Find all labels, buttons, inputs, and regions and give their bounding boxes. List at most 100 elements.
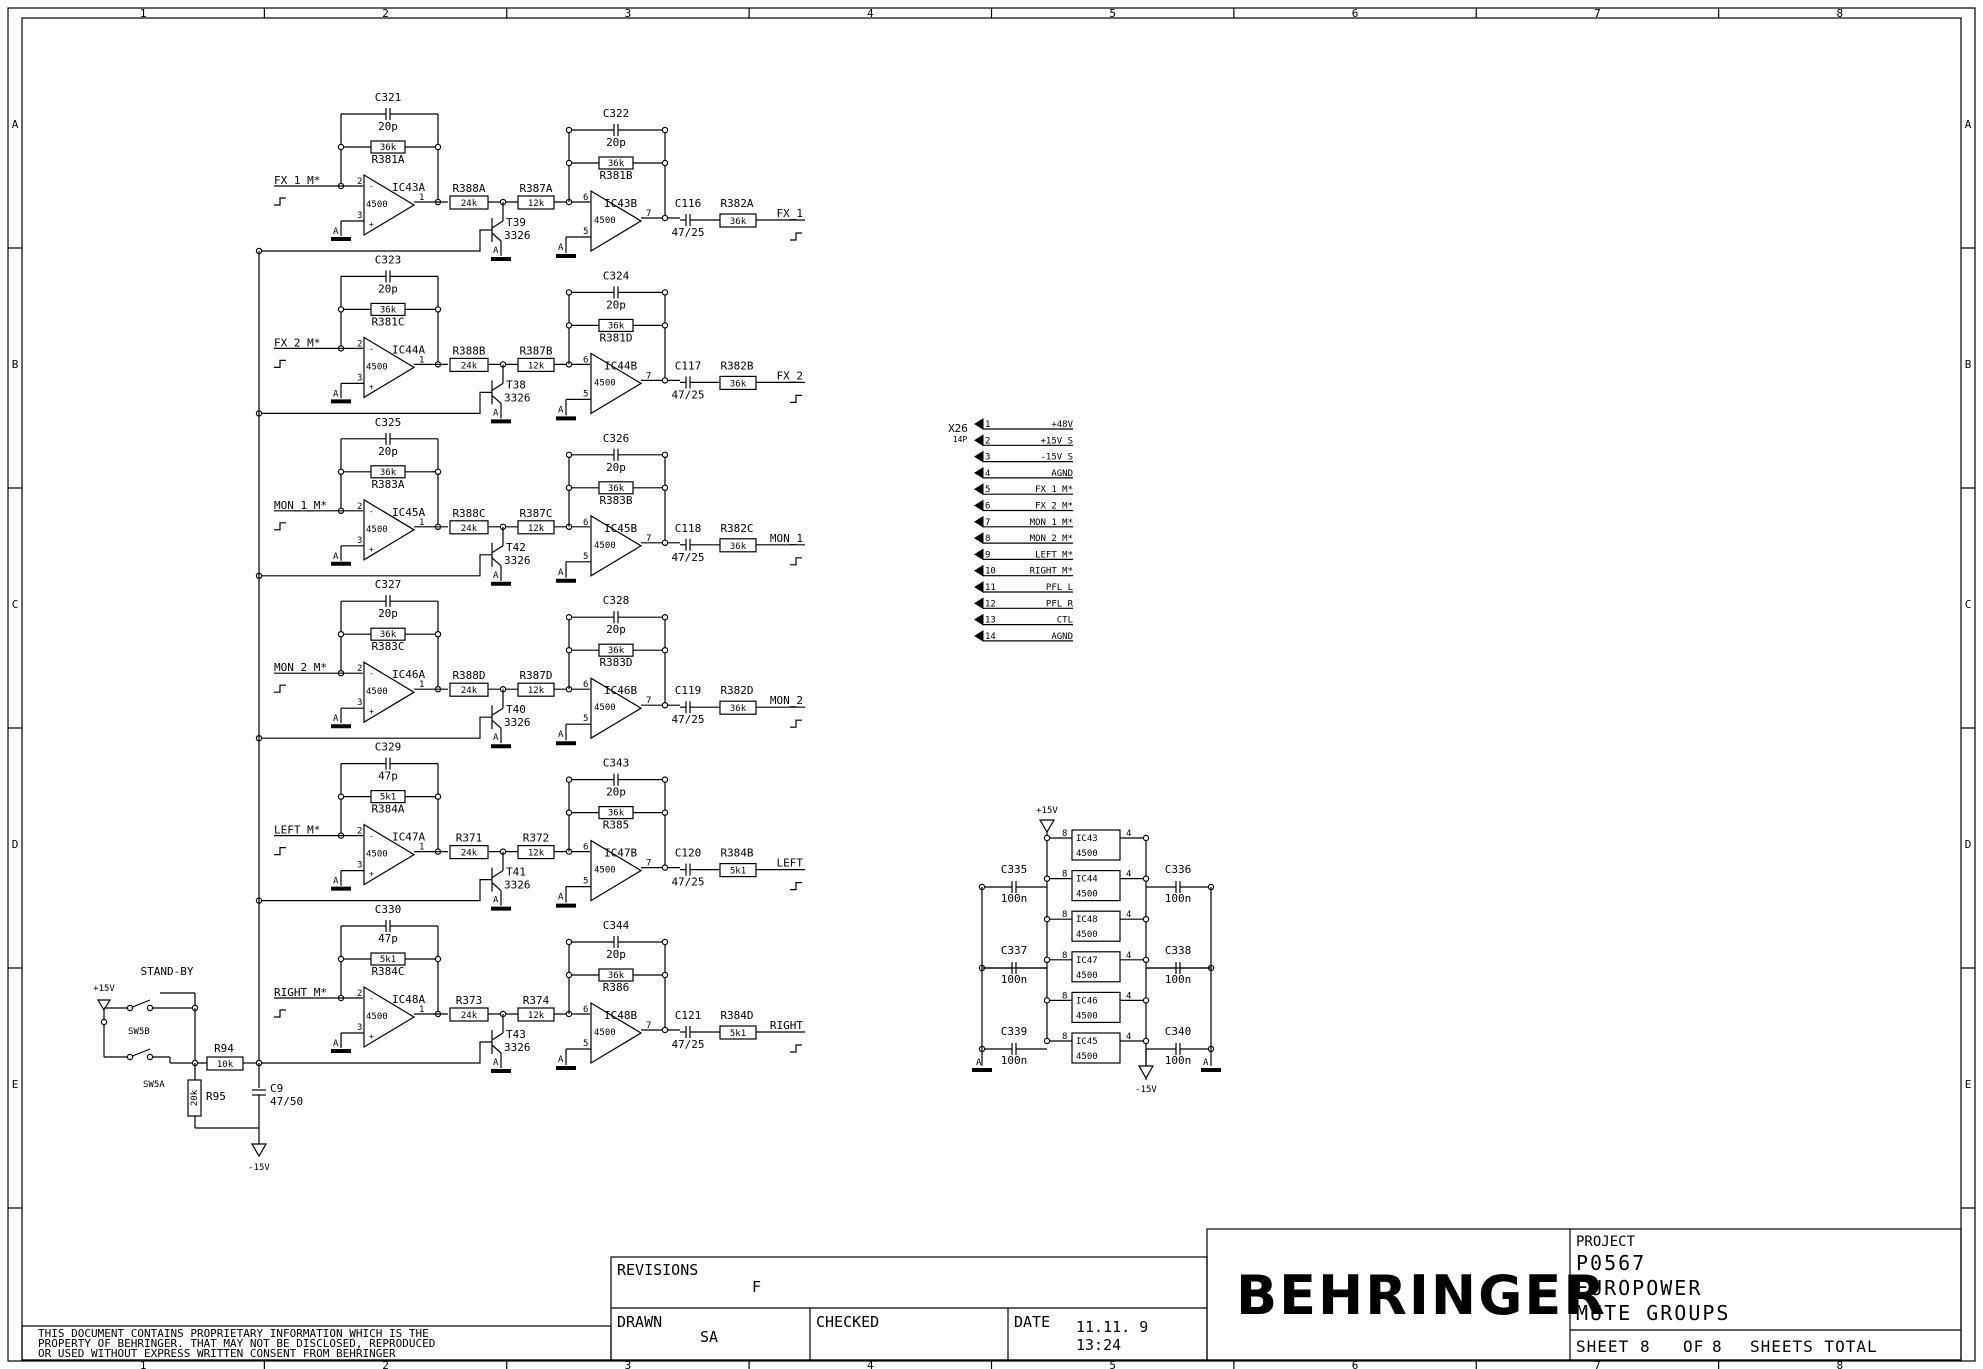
feedback-resistor-value: 36k [608,646,625,656]
mute-pulse-icon [790,881,802,891]
feedback-resistor-value: 5k1 [380,955,396,965]
transistor-collector [491,870,504,879]
drawn-label: DRAWN [617,1313,662,1331]
pin-signal: +48V [1051,420,1073,430]
junction-node [661,971,669,979]
capacitor-value: 100n [1001,973,1028,986]
pin-number: 8 [1062,991,1067,1001]
ground-label: A [558,243,564,253]
capacitor-ref: C336 [1165,863,1192,876]
opamp-part: 4500 [594,378,616,388]
resistor-ref: R95 [206,1090,226,1103]
ground-label: A [558,568,564,578]
plus-sign: + [369,707,374,716]
sheet-total: 8 [1712,1337,1723,1356]
row-label-left: A [12,118,19,131]
pin-number: 5 [583,389,588,399]
opamp-b-ref: IC47B [604,847,637,860]
pin-number: 7 [646,371,651,381]
resistor-ref: R387B [519,344,552,357]
cap-ref: C117 [675,359,702,372]
cap-value: 20p [378,282,398,295]
pin-number: 9 [985,550,990,560]
control-wire [259,1041,492,1064]
ic-power-box [1071,1032,1121,1064]
ground-label: A [558,1055,564,1065]
opamp-part: 4500 [366,1012,388,1022]
plus-sign: + [369,870,374,879]
connector-pin-icon [974,548,984,561]
connector-pin-icon [974,597,984,610]
capacitor-value: 100n [1165,1054,1192,1067]
feedback-resistor [598,156,634,170]
ic-power-box [1071,829,1121,861]
cap-value: 20p [606,298,626,311]
resistor-ref: R384A [371,803,404,816]
output-signal-label: MON_1 [770,532,803,545]
transistor-ref: T38 [506,378,526,391]
resistor-ref: R388C [452,507,485,520]
cap-value: 47/25 [671,226,704,239]
resistor-ref: R384B [720,847,753,860]
transistor-emitter [491,882,502,892]
capacitor-value: 100n [1165,973,1192,986]
opamp-part: 4500 [594,216,616,226]
series-resistor-value: 24k [461,1011,478,1021]
junction-node [661,539,669,547]
opamp-part: 4500 [366,687,388,697]
mute-pulse-icon [790,394,802,403]
feedback-resistor [370,627,406,641]
opamp-a-symbol [363,173,416,237]
junction-node [661,322,669,329]
minus-sign: - [369,994,374,1003]
feedback-resistor [370,952,406,966]
opamp-b-ref: IC45B [604,522,637,535]
cap-ref: C121 [675,1009,702,1022]
junction-node [434,306,442,313]
opamp-a-symbol [363,498,416,561]
vneg-arrow-icon [250,1143,268,1158]
column-label-top: 7 [1594,7,1601,20]
transistor-emitter [491,232,502,242]
resistor-ref: R382A [720,197,753,210]
ic-part: 4500 [1076,1011,1098,1021]
mute-pulse-icon [274,846,286,856]
junction-node [565,809,573,816]
vneg-arrow-icon [1137,1065,1155,1080]
supply-label: -15V [1135,1085,1157,1095]
resistor-ref: R381A [371,153,404,166]
pin-number: 7 [646,534,651,544]
feedback-resistor-value: 5k1 [380,793,396,803]
junction-node [661,809,669,816]
behringer-logo: BEHRINGER [1236,1264,1607,1327]
pin-number: 6 [583,193,588,203]
cap-value: 47/25 [671,388,704,401]
resistor-ref: R384D [720,1009,753,1022]
opamp-b-symbol [590,1001,643,1065]
junction-node [661,938,669,946]
plus-sign: + [369,220,374,229]
cap-value: 20p [378,120,398,133]
control-wire [259,716,492,739]
input-signal-label: MON_1_M* [274,499,327,512]
cap-ref: C119 [675,684,702,697]
opamp-part: 4500 [366,362,388,372]
junction-node [1142,1037,1150,1045]
junction-node [126,1004,134,1012]
pin-signal: MON_2_M* [1030,534,1073,544]
column-label-bottom: 8 [1837,1359,1844,1369]
junction-node [661,484,669,491]
pin-number: 6 [583,843,588,853]
transistor-type: 3326 [504,229,531,242]
junction-node [146,1004,154,1012]
resistor-ref: R385 [603,819,630,832]
resistor-ref: R384C [371,965,404,978]
cap-ref: C322 [603,107,630,120]
control-wire [259,878,492,902]
resistor-ref: R386 [603,981,630,994]
date-value: 11.11. 9 [1076,1318,1148,1336]
cap-value: 47p [378,770,398,783]
cap-ref: C328 [603,594,630,607]
